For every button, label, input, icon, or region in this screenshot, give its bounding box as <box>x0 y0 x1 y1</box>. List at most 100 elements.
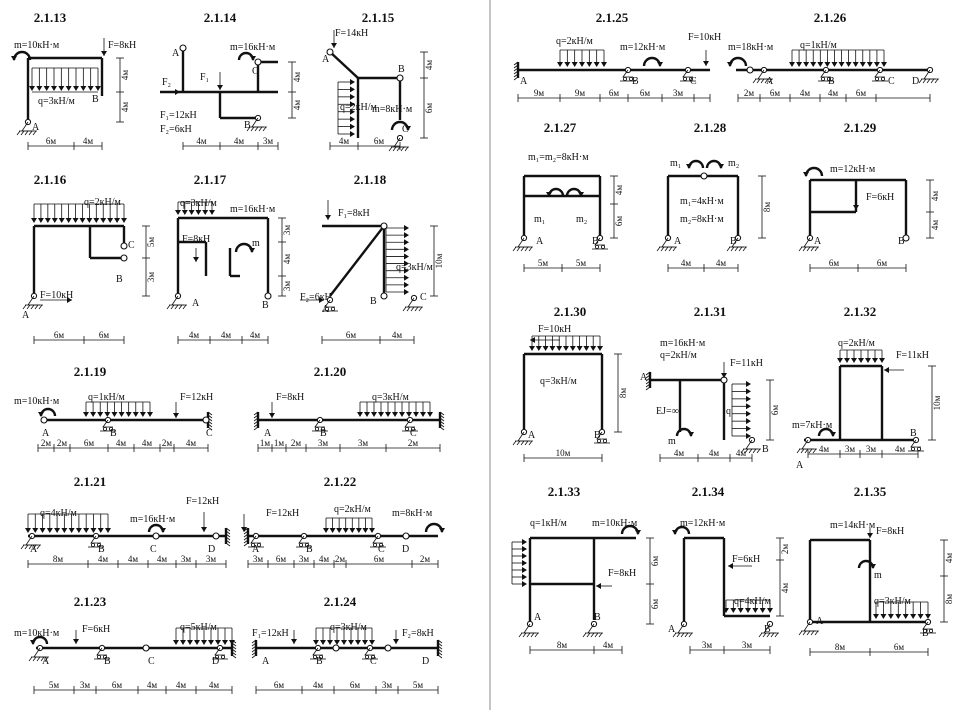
label: F₁=12кН <box>160 110 197 121</box>
arrow-head <box>837 358 843 363</box>
wall-hatch <box>253 420 259 425</box>
arrow-head <box>79 218 86 223</box>
dimension-label: 8м <box>618 388 628 399</box>
ground-hatch <box>918 78 923 84</box>
arrow-head <box>873 62 880 67</box>
arrow-head <box>902 614 909 619</box>
roller-wheel <box>220 655 225 660</box>
wall-hatch <box>439 423 445 428</box>
wall-hatch <box>231 654 237 659</box>
dimension-label: 2м <box>291 438 302 448</box>
arrow-head <box>350 93 355 100</box>
arrow-head <box>187 640 193 645</box>
arrow-head <box>549 346 556 351</box>
ground-hatch <box>764 78 769 84</box>
ground-hatch <box>752 78 757 84</box>
dimension-label: 4м <box>292 72 302 83</box>
ground-hatch <box>756 448 761 454</box>
arrow-head <box>879 358 885 363</box>
dimension-label: 8м <box>557 640 568 650</box>
arrow-head <box>895 614 902 619</box>
label: m₂ <box>576 214 587 225</box>
arrow-head <box>730 608 737 613</box>
label: EJ=∞ <box>656 406 679 417</box>
label: F₁=12кН <box>252 628 289 639</box>
dimension-label: 3м <box>282 281 292 292</box>
arrow-head <box>404 267 409 274</box>
arrow-head <box>43 86 50 91</box>
roller-wheel <box>97 655 102 660</box>
label: D <box>208 544 215 555</box>
problem-number: 2.1.13 <box>34 10 67 25</box>
label: F=11кН <box>896 350 929 361</box>
hinge <box>212 532 220 540</box>
hinge <box>120 242 128 250</box>
arrow-head <box>68 528 75 533</box>
roller-support <box>622 69 633 78</box>
arrow-head <box>686 164 692 169</box>
problem-number: 2.1.18 <box>354 172 387 187</box>
label: A <box>22 310 30 321</box>
ground-hatch <box>756 78 761 84</box>
arrow-head <box>350 131 355 137</box>
dimension-label: 4м <box>736 448 747 458</box>
label: D <box>402 544 409 555</box>
roller-support <box>214 647 225 656</box>
label: B <box>98 544 105 555</box>
wall-hatch <box>513 64 519 69</box>
dimension-label: 3м <box>742 640 753 650</box>
hinge <box>902 234 910 242</box>
dimension-label: 5м <box>146 237 156 248</box>
arrow-head <box>342 528 349 533</box>
label: A <box>30 544 38 555</box>
label: A <box>32 122 40 133</box>
arrow-head <box>406 412 412 417</box>
dimension-label: 4м <box>930 220 940 231</box>
label: F=10кН <box>688 32 721 43</box>
label: m=10кН·м <box>592 518 638 529</box>
dimension-label: 2м <box>335 554 346 564</box>
label: B <box>116 274 123 285</box>
label: A <box>252 544 260 555</box>
arrow-head <box>323 528 329 533</box>
label: B <box>594 430 601 441</box>
arrow-head <box>291 639 297 644</box>
dimension-label: 6м <box>276 554 287 564</box>
label: q=1кН/м <box>88 392 125 403</box>
roller-support <box>324 299 335 308</box>
label: m=16кН·м <box>130 514 176 525</box>
wall-hatch <box>513 70 519 75</box>
label: q=4кН/м <box>734 596 771 607</box>
dimension-label: 4м <box>98 554 109 564</box>
dimension-label: 6м <box>650 599 660 610</box>
label: B <box>730 236 737 247</box>
arrow-head <box>522 560 527 566</box>
label: q=2кН/м <box>660 350 697 361</box>
label: D <box>422 656 429 667</box>
label: F₂=8кН <box>402 628 434 639</box>
arrow-head <box>767 608 773 613</box>
ground-hatch <box>730 246 735 252</box>
label: B <box>244 120 251 131</box>
problem-number: 2.1.35 <box>854 484 887 499</box>
ground-hatch <box>182 304 187 310</box>
arrow-head <box>201 640 207 645</box>
label: A <box>322 54 330 65</box>
arrow-head <box>83 412 89 417</box>
arrow-head <box>803 62 810 67</box>
arrow-head <box>542 346 549 351</box>
problem-number: 2.1.15 <box>362 10 395 25</box>
arrow-head <box>61 528 68 533</box>
arrow-head <box>201 527 207 532</box>
roller-wheel <box>372 543 377 548</box>
arrow-head <box>404 281 409 288</box>
ground-hatch <box>804 448 809 454</box>
dimension-label: 8м <box>835 642 846 652</box>
arrow-head <box>350 116 355 123</box>
wall-hatch <box>439 411 445 416</box>
dimension-label: 10м <box>556 448 571 458</box>
dimension-label: 4м <box>424 60 434 71</box>
